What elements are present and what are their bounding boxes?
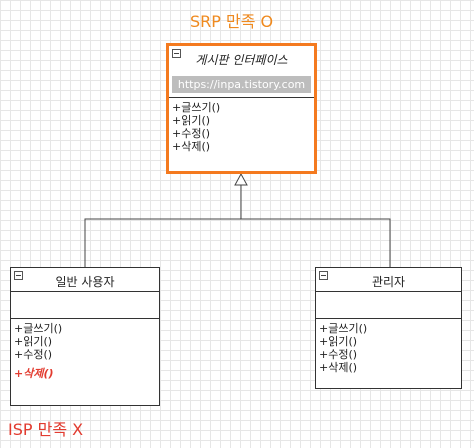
admin-class-methods: +글쓰기() +읽기() +수정() +삭제() bbox=[316, 319, 461, 374]
general-user-class[interactable]: 일반 사용자 +글쓰기() +읽기() +수정() +삭제() bbox=[10, 267, 160, 406]
admin-class-name: 관리자 bbox=[371, 275, 406, 289]
method-item: +삭제() bbox=[319, 361, 358, 374]
method-item: +읽기() bbox=[172, 114, 211, 127]
interface-methods: +글쓰기() +읽기() +수정() +삭제() bbox=[169, 98, 314, 153]
method-item: +글쓰기() bbox=[172, 101, 221, 114]
watermark-label: https://inpa.tistory.com bbox=[171, 76, 312, 93]
srp-caption: SRP 만족 O bbox=[190, 12, 274, 31]
collapse-icon[interactable] bbox=[172, 49, 181, 58]
collapse-icon[interactable] bbox=[14, 271, 23, 280]
method-item: +수정() bbox=[172, 127, 211, 140]
user-class-header: 일반 사용자 bbox=[11, 268, 159, 292]
method-item: +글쓰기() bbox=[14, 322, 63, 335]
interface-name: 게시판 인터페이스 bbox=[195, 53, 288, 67]
method-item: +읽기() bbox=[319, 335, 358, 348]
method-item: +삭제() bbox=[172, 140, 211, 153]
interface-header: 게시판 인터페이스 https://inpa.tistory.com bbox=[169, 46, 314, 98]
admin-class[interactable]: 관리자 +글쓰기() +읽기() +수정() +삭제() bbox=[315, 267, 462, 389]
method-item: +글쓰기() bbox=[319, 322, 368, 335]
user-class-name: 일반 사용자 bbox=[55, 275, 115, 289]
user-class-methods: +글쓰기() +읽기() +수정() +삭제() bbox=[11, 319, 159, 380]
method-item: +수정() bbox=[319, 348, 358, 361]
violating-method-item: +삭제() bbox=[14, 367, 54, 380]
generalization-arrowhead bbox=[234, 172, 248, 186]
inheritance-line bbox=[84, 218, 391, 267]
attributes-section bbox=[316, 292, 461, 319]
board-interface-class[interactable]: 게시판 인터페이스 https://inpa.tistory.com +글쓰기(… bbox=[166, 43, 317, 174]
method-item: +수정() bbox=[14, 348, 53, 361]
method-item: +읽기() bbox=[14, 335, 53, 348]
admin-class-header: 관리자 bbox=[316, 268, 461, 292]
attributes-section bbox=[11, 292, 159, 319]
collapse-icon[interactable] bbox=[319, 271, 328, 280]
isp-caption: ISP 만족 X bbox=[8, 420, 84, 439]
